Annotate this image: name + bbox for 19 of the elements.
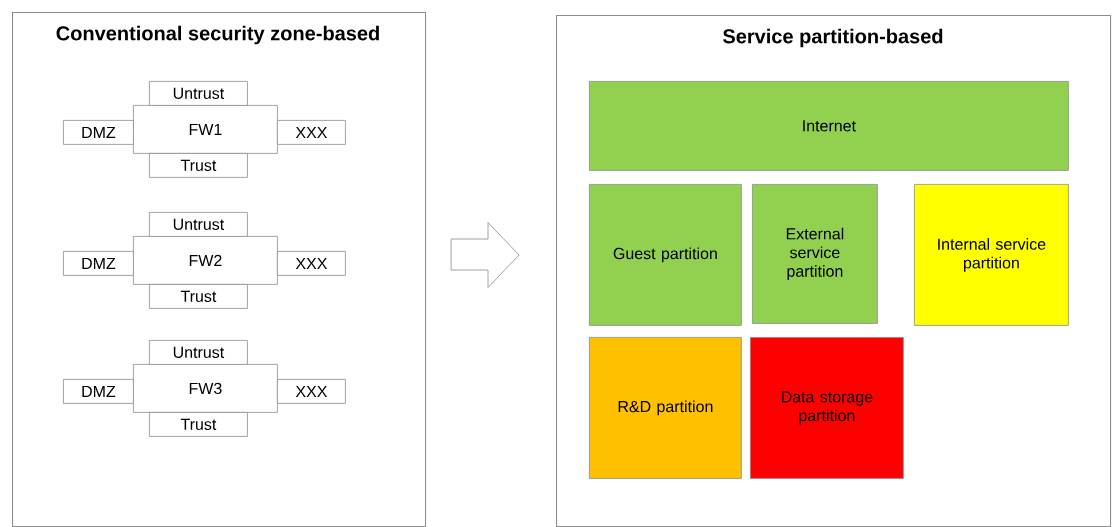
- partition-box: External service partition: [752, 184, 878, 324]
- partition-box: R&D partition: [589, 337, 742, 479]
- zone-box: XXX: [277, 120, 346, 145]
- zone-box: DMZ: [63, 251, 134, 276]
- zone-box: Trust: [149, 284, 248, 309]
- zone-box: Untrust: [149, 340, 248, 365]
- partition-box: Internal service partition: [914, 184, 1069, 326]
- zone-box: Untrust: [149, 212, 248, 237]
- zone-box: Trust: [149, 153, 248, 178]
- zone-box: Untrust: [149, 81, 248, 106]
- zone-box: DMZ: [63, 120, 134, 145]
- block-arrow: [450, 222, 520, 288]
- zone-box: Trust: [149, 412, 248, 437]
- zone-box: XXX: [277, 379, 346, 404]
- partition-box: Guest partition: [589, 184, 742, 326]
- partition-box: Data storage partition: [750, 337, 904, 479]
- partition-box: Internet: [589, 81, 1069, 171]
- zone-box: DMZ: [63, 379, 134, 404]
- zone-box: XXX: [277, 251, 346, 276]
